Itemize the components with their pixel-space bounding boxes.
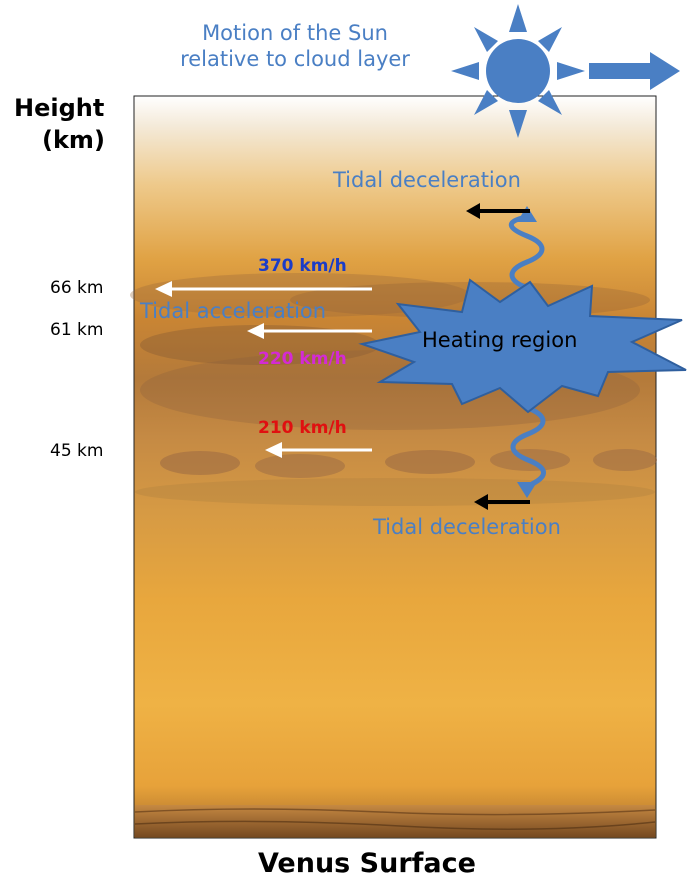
axis-title-line1: Height xyxy=(14,94,105,122)
speed-label-bottom: 210 km/h xyxy=(258,418,347,438)
sun-motion-line2: relative to cloud layer xyxy=(180,47,410,71)
wind-arrow-370 xyxy=(155,281,372,297)
wavy-arrow-icon xyxy=(510,405,546,487)
sun-motion-line1: Motion of the Sun xyxy=(202,21,388,45)
deceleration-arrow-top xyxy=(466,203,530,219)
wavy-arrow-icon xyxy=(508,215,545,291)
wavy-arrow-head-down xyxy=(517,482,537,498)
cloud-puff xyxy=(255,454,345,478)
heating-region-label: Heating region xyxy=(422,328,578,352)
cloud-band xyxy=(140,325,380,365)
motion-arrow-icon xyxy=(589,52,680,90)
height-label-61: 61 km xyxy=(50,320,104,340)
height-label-66: 66 km xyxy=(50,278,104,298)
ground-texture xyxy=(134,808,656,816)
venus-surface-label: Venus Surface xyxy=(258,848,476,879)
wind-arrow-210 xyxy=(265,442,372,458)
cloud-band xyxy=(135,478,655,506)
wavy-arrow-head-up xyxy=(517,206,537,222)
axis-title-line2: (km) xyxy=(42,126,105,154)
cloud-puff xyxy=(385,450,475,474)
sun-motion-caption: Motion of the Sun relative to cloud laye… xyxy=(140,20,450,72)
tidal-acceleration-label: Tidal acceleration xyxy=(140,299,327,323)
wind-arrow-220 xyxy=(247,323,372,339)
ground-texture xyxy=(134,820,656,830)
speed-label-top: 370 km/h xyxy=(258,256,347,276)
tidal-deceleration-bottom-label: Tidal deceleration xyxy=(373,515,561,539)
cloud-puff xyxy=(160,451,240,475)
tidal-deceleration-top-label: Tidal deceleration xyxy=(333,168,521,192)
sun-icon xyxy=(451,4,585,138)
cloud-puff xyxy=(593,449,657,471)
speed-label-middle: 220 km/h xyxy=(258,349,347,369)
cloud-band xyxy=(130,273,470,317)
axis-title: Height (km) xyxy=(8,92,130,156)
starburst-icon xyxy=(358,278,687,414)
deceleration-arrow-bottom xyxy=(474,494,530,510)
height-label-45: 45 km xyxy=(50,441,104,461)
